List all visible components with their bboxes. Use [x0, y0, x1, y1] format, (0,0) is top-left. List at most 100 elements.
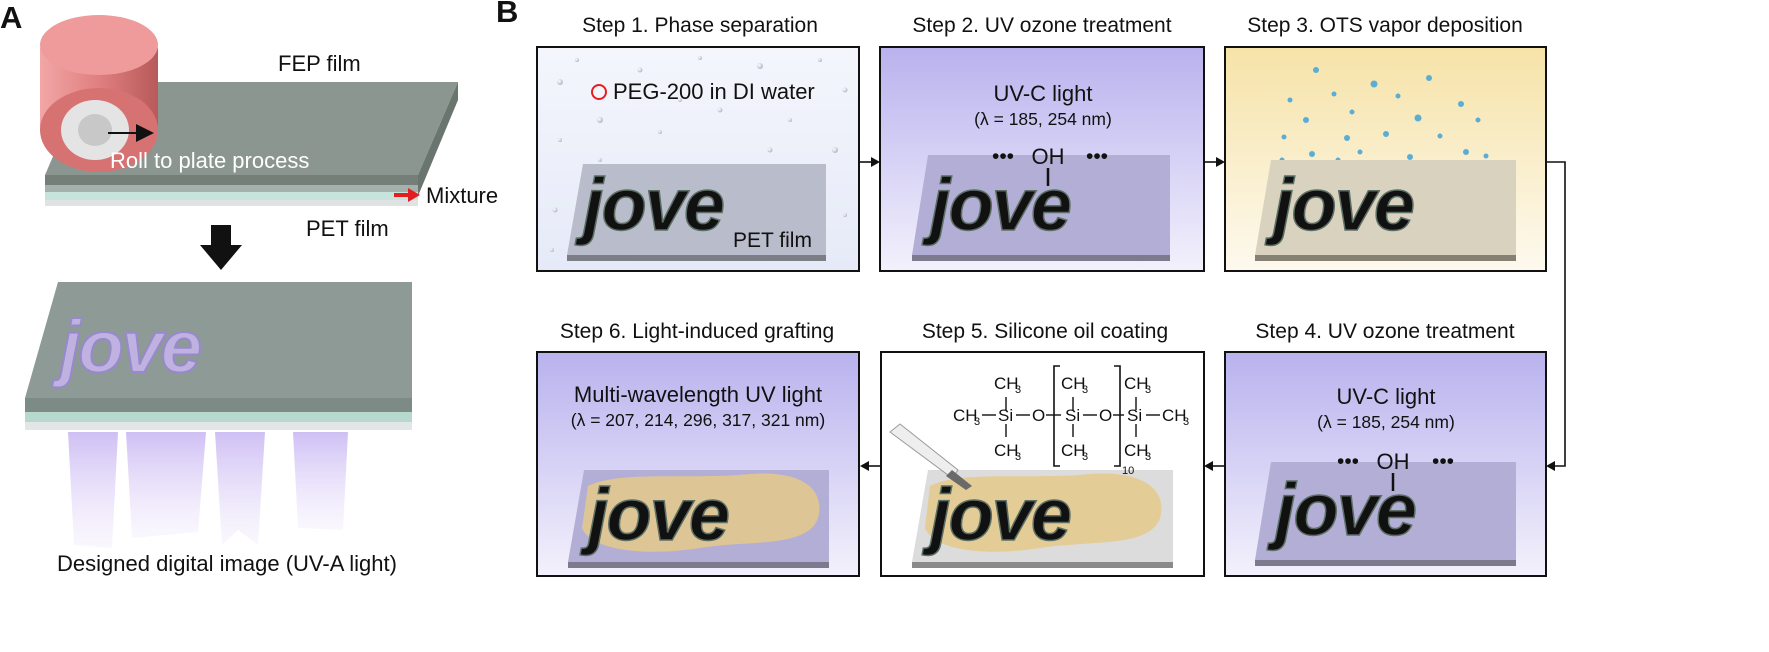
step2-substrate	[912, 155, 1170, 255]
arrow-step4-to-5	[1204, 461, 1213, 471]
chem-ch3-mid-bottom-sub: 3	[1082, 451, 1088, 463]
step5-substrate-edge	[912, 562, 1173, 568]
roller-top	[40, 15, 158, 75]
pet-film-label: PET film	[306, 216, 389, 241]
chem-ch3-mid-top-sub: 3	[1082, 384, 1088, 396]
arrow-step3-to-4-line	[1546, 161, 1566, 467]
step4-title: Step 4. UV ozone treatment	[1255, 320, 1514, 343]
chem-ch3-mid-bottom: CH	[1061, 441, 1086, 460]
chem-ch3-terminal-right-sub: 3	[1183, 416, 1189, 428]
fep-film-edge	[45, 175, 418, 185]
patterned-plate: jove	[25, 282, 412, 430]
step1-legend: PEG-200 in DI water	[613, 79, 815, 104]
step6-wavelength: (λ = 207, 214, 296, 317, 321 nm)	[571, 410, 825, 430]
step5-jove: jove	[922, 473, 1071, 556]
step3-substrate	[1255, 160, 1516, 255]
roller-axle	[78, 114, 112, 146]
plate-jove-pattern: jove	[52, 305, 201, 388]
step6-panel: Multi-wavelength UV light (λ = 207, 214,…	[536, 351, 860, 577]
step2-title: Step 2. UV ozone treatment	[912, 14, 1171, 37]
step6-substrate-edge	[568, 562, 829, 568]
arrow-step5-to-6	[860, 461, 869, 471]
step2-substrate-edge	[912, 255, 1170, 261]
step3-panel: jove	[1224, 46, 1547, 272]
uv-a-light-beams	[68, 432, 348, 548]
step1-substrate	[567, 164, 826, 255]
step1-substrate-label: PET film	[733, 229, 812, 252]
process-down-arrow	[200, 225, 242, 270]
pet-film-edge	[45, 192, 418, 200]
pipette	[889, 423, 972, 490]
chem-ch3-right-top-sub: 3	[1145, 384, 1151, 396]
step3-title: Step 3. OTS vapor deposition	[1247, 14, 1523, 37]
step6-light-label: Multi-wavelength UV light	[574, 382, 822, 407]
step6-grafted-oil	[582, 473, 820, 552]
step5-silicone-oil	[925, 473, 1162, 552]
chem-ch3-left-bottom-sub: 3	[1015, 451, 1021, 463]
flow-arrows	[859, 157, 1566, 471]
roller	[40, 15, 158, 172]
panel-a-caption: Designed digital image (UV-A light)	[57, 551, 397, 576]
ots-vapor-droplets	[1279, 67, 1489, 240]
step6-jove: jove	[580, 473, 729, 556]
step5-title: Step 5. Silicone oil coating	[922, 320, 1168, 343]
panel-a-label: A	[0, 0, 22, 35]
step1-substrate-edge	[567, 255, 826, 261]
step3-substrate-edge	[1255, 255, 1516, 261]
plate-edge	[25, 398, 412, 412]
chem-ch3-left-top-sub: 3	[1015, 384, 1021, 396]
step2-oh-group: OH	[1032, 144, 1065, 169]
chem-ch3-left-bottom: CH	[994, 441, 1019, 460]
step2-dots-left: •••	[992, 145, 1014, 168]
step4-wavelength: (λ = 185, 254 nm)	[1317, 412, 1455, 432]
step4-oh-group: OH	[1377, 449, 1410, 474]
step4-panel: UV-C light (λ = 185, 254 nm) jove ••• OH…	[1224, 351, 1547, 577]
step2-light-label: UV-C light	[993, 81, 1092, 106]
chem-si-left: Si	[998, 406, 1013, 425]
fep-film-label: FEP film	[278, 51, 361, 76]
plate-mixture-edge	[25, 412, 412, 422]
chem-ch3-terminal-left: CH	[953, 406, 978, 425]
roll-process-label: Roll to plate process	[110, 148, 309, 173]
step2-dots-right: •••	[1086, 145, 1108, 168]
mixture-label: Mixture	[426, 183, 498, 208]
pet-film-bottom	[45, 200, 418, 206]
step2-panel: UV-C light (λ = 185, 254 nm) jove ••• OH…	[879, 46, 1205, 272]
step1-title: Step 1. Phase separation	[582, 14, 818, 37]
chem-o-mid: O	[1099, 406, 1112, 425]
step6-title: Step 6. Light-induced grafting	[560, 320, 834, 343]
arrow-step1-to-2	[871, 157, 880, 167]
step5-panel: jove CH 3 CH 3 Si O CH 3 10	[880, 351, 1205, 577]
chem-ch3-terminal-right: CH	[1162, 406, 1187, 425]
chem-bracket-right	[1114, 365, 1121, 467]
chem-ch3-mid-top: CH	[1061, 374, 1086, 393]
film-stack-side	[418, 82, 458, 196]
arrow-step2-to-3	[1216, 157, 1225, 167]
step4-dots-right: •••	[1432, 450, 1454, 473]
step2-wavelength: (λ = 185, 254 nm)	[974, 109, 1112, 129]
step1-jove: jove	[575, 163, 724, 246]
chem-repeat-count: 10	[1122, 465, 1134, 477]
mixture-arrowhead	[408, 188, 420, 202]
chem-si-right: Si	[1127, 406, 1142, 425]
chem-si-mid: Si	[1065, 406, 1080, 425]
panel-b-label: B	[496, 0, 518, 29]
peg-legend-marker	[591, 84, 607, 100]
step4-substrate	[1255, 462, 1516, 560]
water-droplets	[550, 56, 848, 252]
step4-dots-left: •••	[1337, 450, 1359, 473]
step4-light-label: UV-C light	[1336, 384, 1435, 409]
chem-ch3-left-top: CH	[994, 374, 1019, 393]
chem-o-left: O	[1032, 406, 1045, 425]
chem-ch3-terminal-left-sub: 3	[974, 416, 980, 428]
step3-jove: jove	[1265, 163, 1414, 246]
step1-panel: PEG-200 in DI water jove PET film	[536, 46, 860, 272]
step4-substrate-edge	[1255, 560, 1516, 566]
chem-ch3-right-top: CH	[1124, 374, 1149, 393]
mixture-layer	[45, 185, 418, 192]
chem-bracket-left	[1053, 365, 1060, 467]
arrow-step3-to-4	[1546, 461, 1555, 471]
chem-ch3-right-bottom-sub: 3	[1145, 451, 1151, 463]
